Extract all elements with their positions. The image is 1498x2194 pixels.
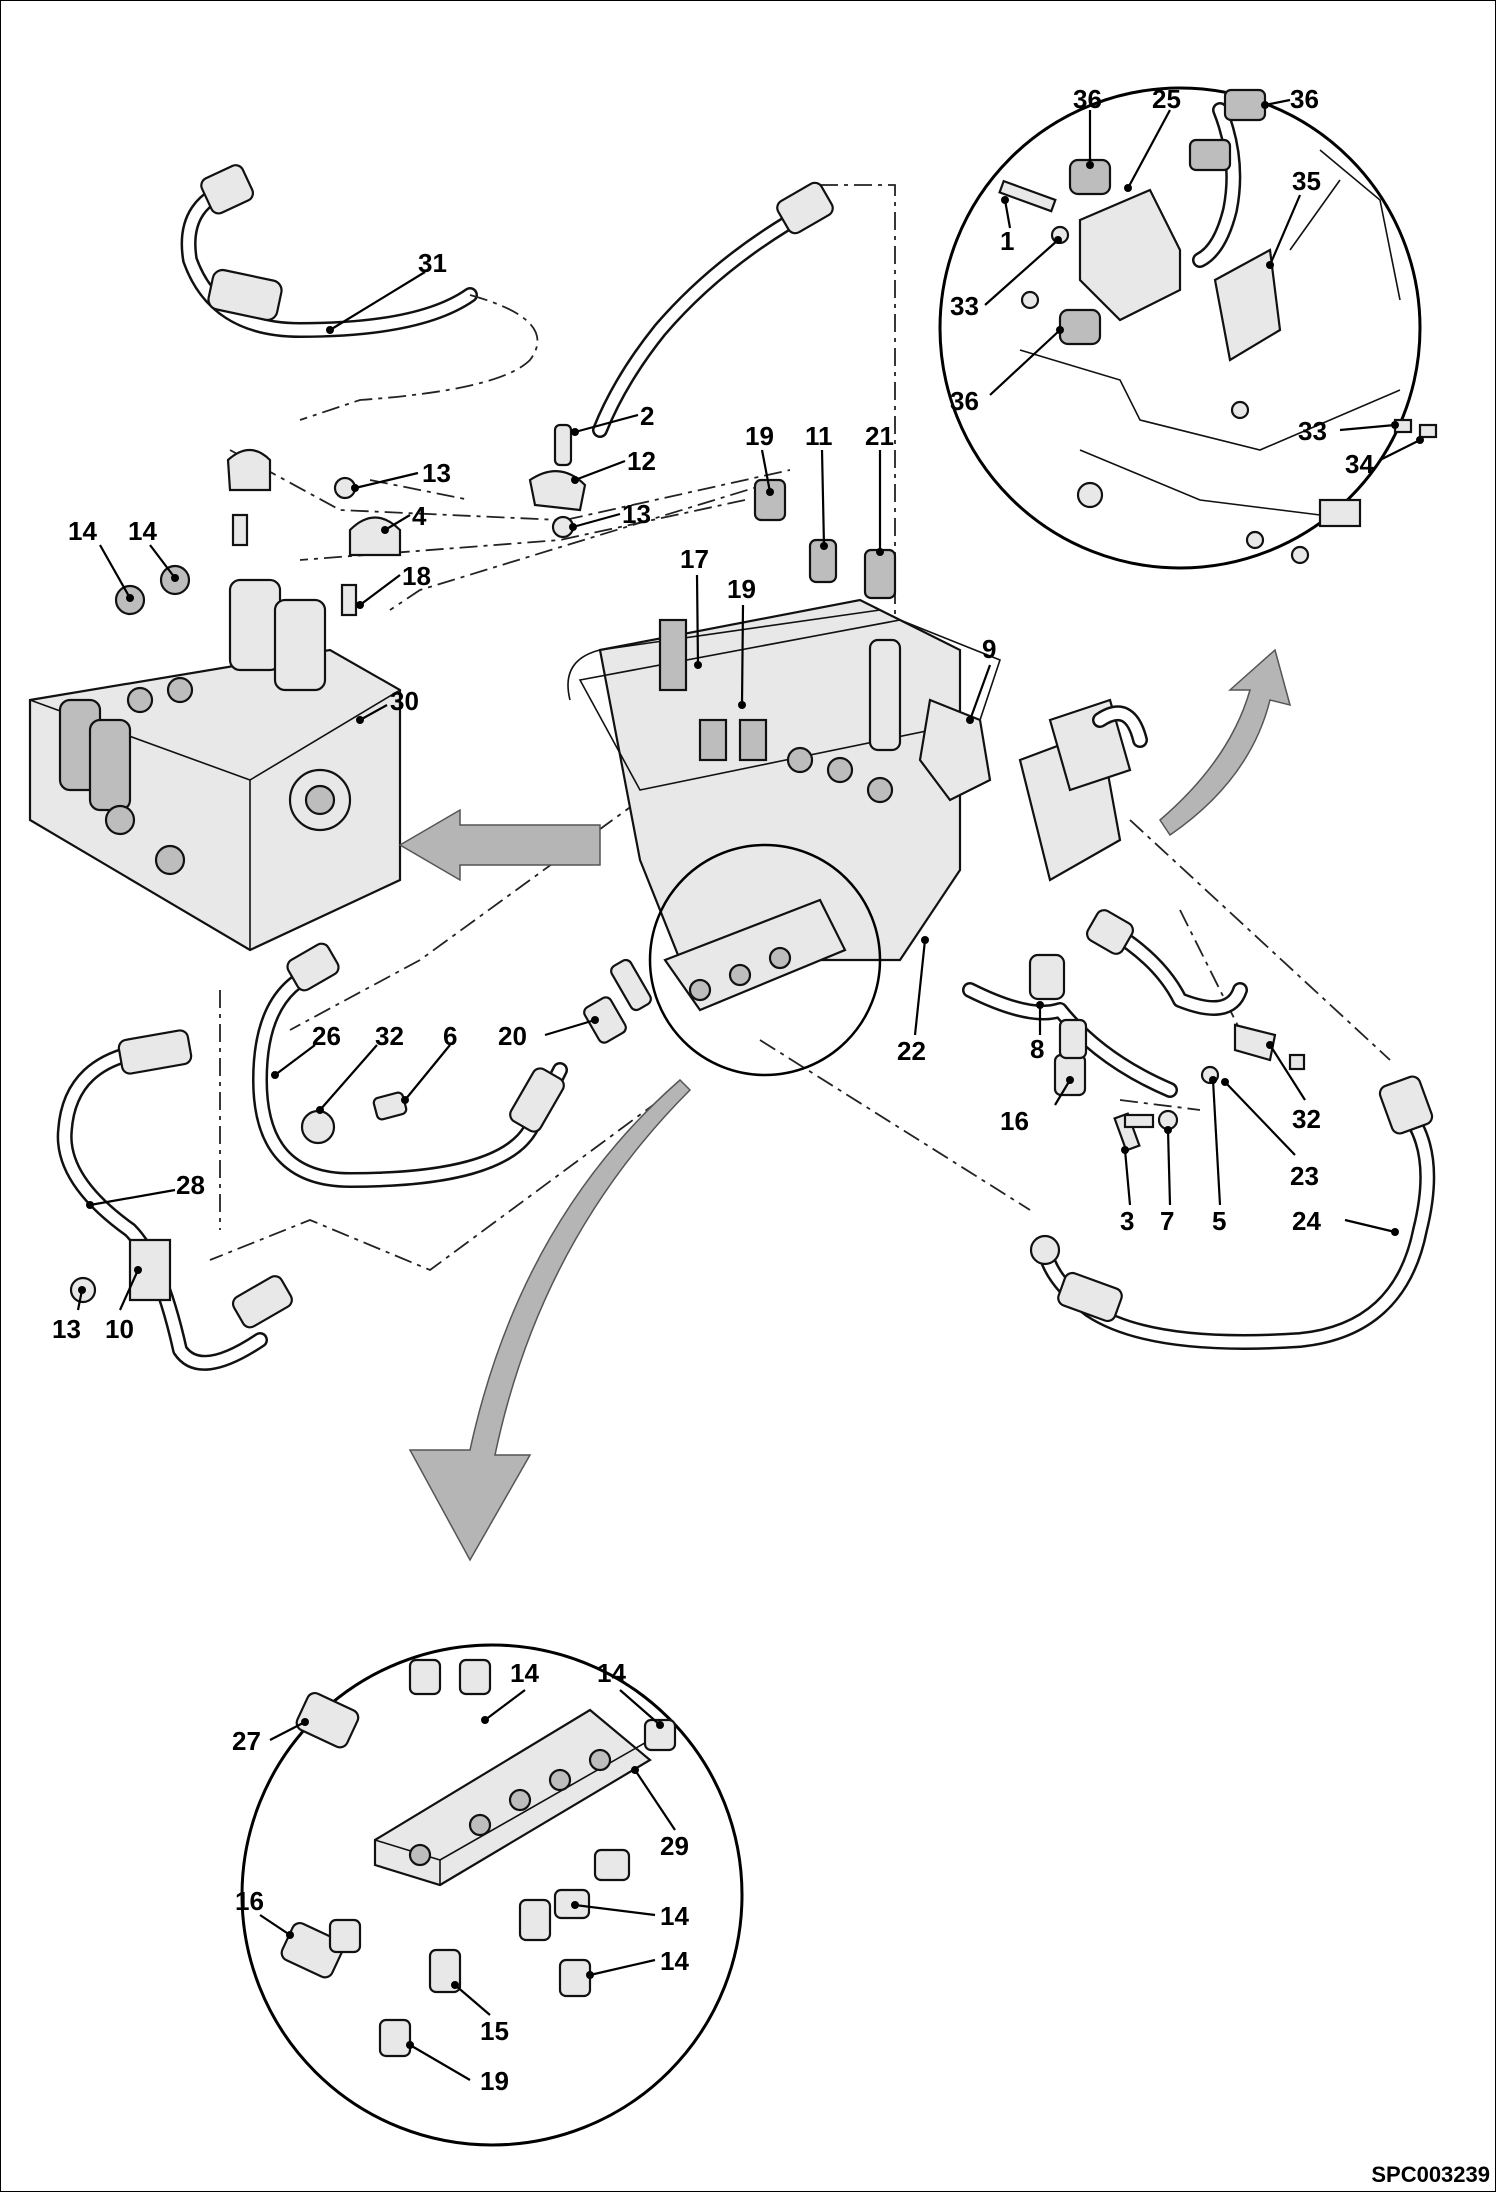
callout-13: 13 — [422, 458, 451, 488]
callout-14: 14 — [510, 1658, 539, 1688]
callout-32: 32 — [375, 1021, 404, 1051]
hose-24 — [1029, 1075, 1436, 1350]
callout-14: 14 — [660, 1946, 689, 1976]
callout-labels: 31 2 13 12 13 4 18 14 14 30 19 11 21 17 … — [52, 84, 1374, 2096]
callout-22: 22 — [897, 1036, 926, 1066]
zoom-arrow-upper — [1159, 648, 1292, 837]
callout-36: 36 — [1073, 84, 1102, 114]
callout-29: 29 — [660, 1831, 689, 1861]
transfer-arrow — [398, 808, 601, 882]
callout-23: 23 — [1290, 1161, 1319, 1191]
callout-16: 16 — [235, 1886, 264, 1916]
callout-16: 16 — [1000, 1106, 1029, 1136]
callout-13: 13 — [52, 1314, 81, 1344]
callout-26: 26 — [312, 1021, 341, 1051]
hose-31 — [180, 164, 539, 421]
callout-9: 9 — [982, 634, 996, 664]
callout-32: 32 — [1292, 1104, 1321, 1134]
callout-27: 27 — [232, 1726, 261, 1756]
fittings-right — [1058, 1018, 1306, 1129]
central-valve-assembly — [567, 598, 1148, 962]
callout-21: 21 — [865, 421, 894, 451]
callout-14: 14 — [597, 1658, 626, 1688]
zoom-arrow-lower — [408, 1078, 692, 1562]
hose-28 — [56, 1029, 293, 1371]
callout-14: 14 — [128, 516, 157, 546]
callout-10: 10 — [105, 1314, 134, 1344]
callout-18: 18 — [402, 561, 431, 591]
callout-24: 24 — [1292, 1206, 1321, 1236]
callout-14: 14 — [660, 1901, 689, 1931]
callout-36: 36 — [1290, 84, 1319, 114]
callout-5: 5 — [1212, 1206, 1226, 1236]
small-fittings-center — [372, 958, 652, 1121]
callout-6: 6 — [443, 1021, 457, 1051]
callout-31: 31 — [418, 248, 447, 278]
detail-circle-upper-right — [938, 86, 1438, 570]
callout-3: 3 — [1120, 1206, 1134, 1236]
callout-28: 28 — [176, 1170, 205, 1200]
callout-36: 36 — [950, 386, 979, 416]
callout-35: 35 — [1292, 166, 1321, 196]
detail-circle-center — [648, 843, 882, 1077]
callout-1: 1 — [1000, 226, 1014, 256]
callout-19: 19 — [745, 421, 774, 451]
hose-26 — [252, 942, 568, 1188]
callout-20: 20 — [498, 1021, 527, 1051]
callout-4: 4 — [412, 501, 427, 531]
detail-circle-lower — [240, 1643, 744, 2147]
clamps-top — [226, 423, 897, 617]
assembly-lines — [209, 184, 1391, 1272]
leader-lines — [76, 98, 1424, 2081]
callout-33: 33 — [1298, 416, 1327, 446]
callout-12: 12 — [627, 446, 656, 476]
hose-top-center — [592, 181, 834, 438]
drawing-reference-code: SPC003239 — [1371, 2162, 1490, 2187]
callout-19: 19 — [727, 574, 756, 604]
callout-14: 14 — [68, 516, 97, 546]
callout-2: 2 — [640, 401, 654, 431]
callout-17: 17 — [680, 544, 709, 574]
callout-30: 30 — [390, 686, 419, 716]
callout-19: 19 — [480, 2066, 509, 2096]
callout-13: 13 — [622, 499, 651, 529]
callout-7: 7 — [1160, 1206, 1174, 1236]
callout-8: 8 — [1030, 1034, 1044, 1064]
callout-25: 25 — [1152, 84, 1181, 114]
callout-11: 11 — [805, 421, 833, 451]
callout-33: 33 — [950, 291, 979, 321]
callout-15: 15 — [480, 2016, 509, 2046]
callout-34: 34 — [1345, 449, 1374, 479]
valve-block-30 — [28, 564, 402, 952]
hose-23 — [962, 909, 1277, 1152]
